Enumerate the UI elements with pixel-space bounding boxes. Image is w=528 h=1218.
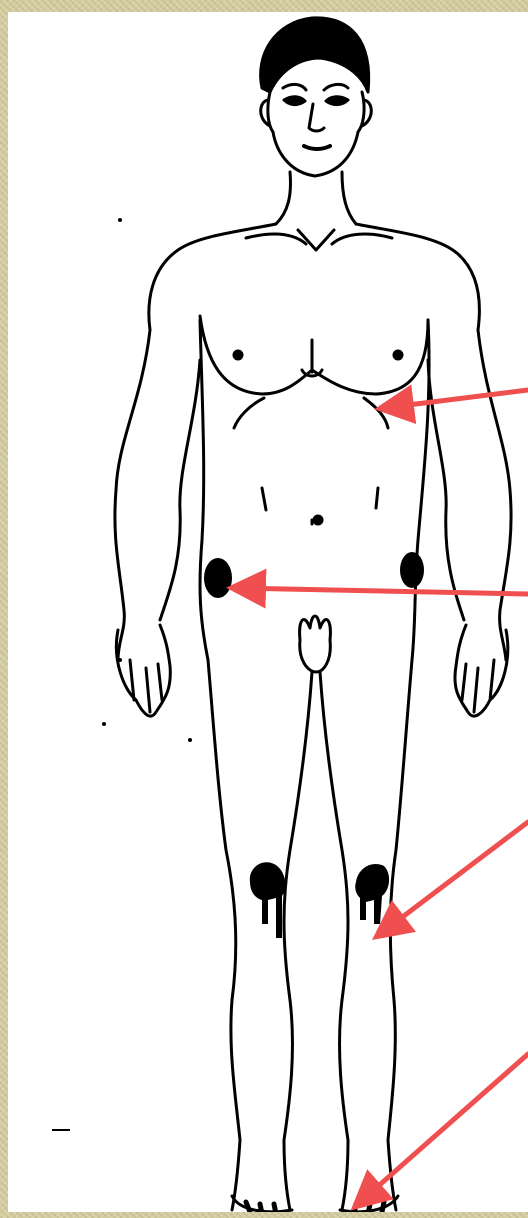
hair-outline	[261, 18, 369, 92]
right-shoulder	[356, 224, 479, 330]
arrow-abdomen	[384, 390, 528, 408]
left-flank	[200, 320, 208, 660]
left-arm-outer	[115, 330, 150, 660]
left-hand	[116, 625, 170, 716]
right-hand	[455, 625, 508, 716]
neck-right	[342, 172, 356, 224]
arrow-hip	[236, 588, 528, 594]
left-rib	[234, 398, 264, 428]
left-eyebrow	[283, 84, 306, 90]
left-leg-inner	[284, 672, 312, 1210]
right-leg-outer	[388, 660, 412, 1210]
right-nipple	[394, 351, 402, 359]
neck-notch	[298, 230, 334, 250]
right-knee-spot	[355, 864, 389, 924]
right-eye	[326, 97, 348, 105]
right-rib	[364, 398, 388, 428]
nose	[309, 104, 324, 131]
left-shoulder	[149, 224, 276, 330]
speck	[188, 738, 192, 742]
mouth	[304, 146, 330, 149]
speck	[118, 218, 122, 222]
paper-sheet	[8, 12, 528, 1212]
speck	[118, 658, 122, 662]
left-eye	[284, 97, 305, 105]
navel	[314, 516, 322, 524]
speck	[102, 722, 106, 726]
right-arm-outer	[478, 330, 511, 660]
left-leg-outer	[208, 660, 240, 1210]
genitals	[300, 616, 331, 672]
left-arm-inner	[160, 360, 200, 620]
left-knee-spot	[250, 862, 285, 938]
arrow-knee	[380, 822, 528, 934]
head-outline	[268, 92, 364, 176]
body-diagram	[8, 12, 528, 1212]
right-eyebrow	[324, 84, 348, 90]
right-hip-spot	[400, 552, 424, 588]
arrow-foot	[358, 1054, 528, 1204]
right-leg-inner	[320, 672, 348, 1210]
left-fingers	[130, 660, 162, 712]
sternum	[302, 340, 322, 376]
left-nipple	[234, 351, 242, 359]
collarbones	[246, 234, 392, 244]
neck-left	[276, 172, 290, 224]
right-flank	[412, 320, 429, 660]
left-hip-spot	[204, 558, 232, 598]
